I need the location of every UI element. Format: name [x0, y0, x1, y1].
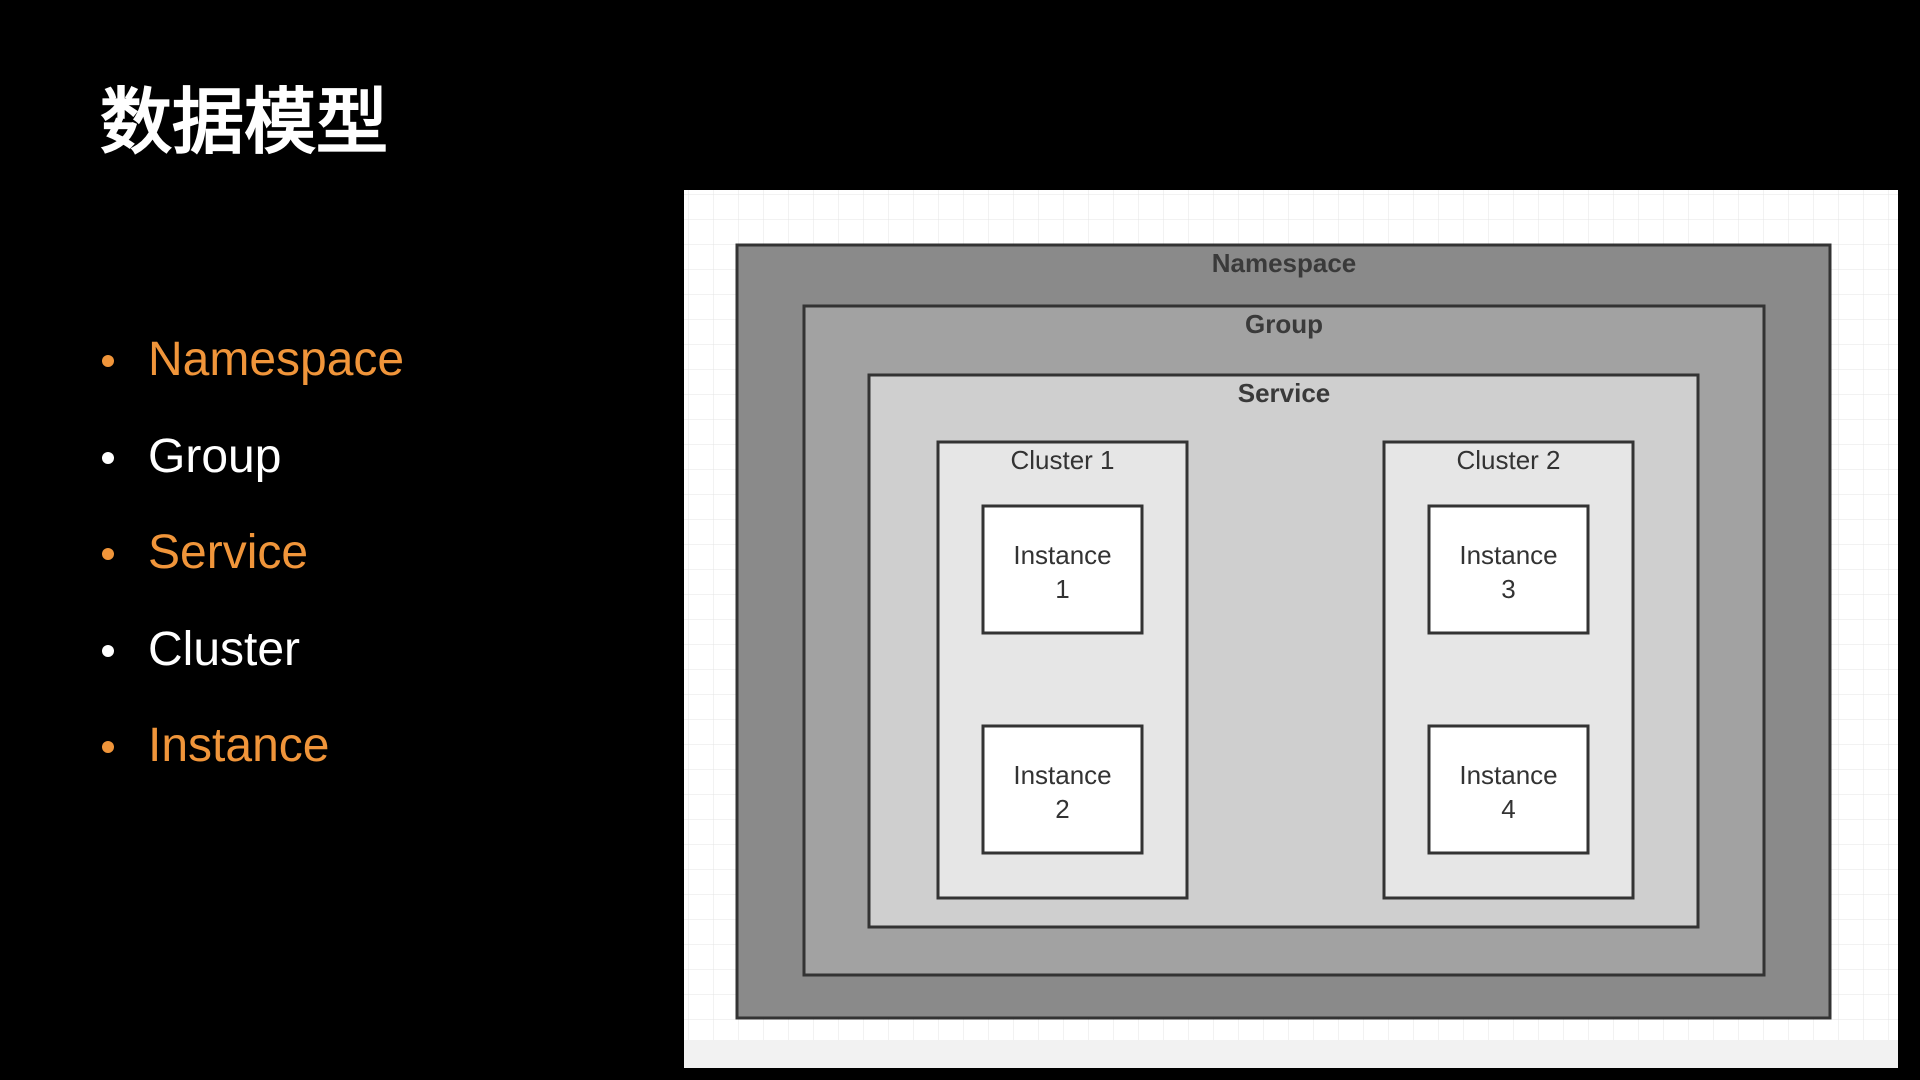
- instance-3-label-line2: 3: [1501, 574, 1515, 604]
- instance-4-box: [1427, 724, 1590, 855]
- bullet-dot-icon: [102, 741, 114, 753]
- bullet-label: Service: [148, 526, 309, 579]
- cluster-1-label: Cluster 1: [1010, 445, 1114, 475]
- instance-1-label-line1: Instance: [1013, 540, 1111, 570]
- namespace-label: Namespace: [1212, 248, 1357, 278]
- instance-3-label-line1: Instance: [1459, 540, 1557, 570]
- bullet-item-namespace: Namespace: [100, 336, 404, 433]
- service-label: Service: [1238, 378, 1331, 408]
- bullet-label: Instance: [148, 719, 330, 772]
- bullet-item-instance: Instance: [100, 722, 404, 819]
- bullet-item-service: Service: [100, 529, 404, 626]
- bullet-label: Namespace: [148, 333, 405, 386]
- group-label: Group: [1245, 309, 1323, 339]
- cluster-2-label: Cluster 2: [1456, 445, 1560, 475]
- instance-4-label-line1: Instance: [1459, 760, 1557, 790]
- data-model-diagram: Namespace Group Service Cluster 1 Instan…: [684, 190, 1898, 1068]
- bullet-label: Group: [148, 429, 282, 483]
- instance-2-label-line2: 2: [1055, 794, 1069, 824]
- bullet-list: Namespace Group Service Cluster Instance: [100, 336, 404, 819]
- bullet-dot-icon: [102, 355, 114, 367]
- slide-title: 数据模型: [100, 80, 389, 164]
- bullet-item-group: Group: [100, 429, 404, 530]
- instance-1-label-line2: 1: [1055, 574, 1069, 604]
- instance-3-box: [1427, 504, 1590, 635]
- instance-2-label-line1: Instance: [1013, 760, 1111, 790]
- bullet-dot-icon: [102, 644, 114, 657]
- instance-4-label-line2: 4: [1501, 794, 1515, 824]
- bullet-item-cluster: Cluster: [100, 622, 404, 723]
- instance-2-box: [981, 724, 1144, 855]
- bullet-dot-icon: [102, 548, 114, 560]
- bullet-dot-icon: [102, 451, 114, 464]
- instance-1-box: [981, 504, 1144, 635]
- bullet-label: Cluster: [148, 622, 301, 676]
